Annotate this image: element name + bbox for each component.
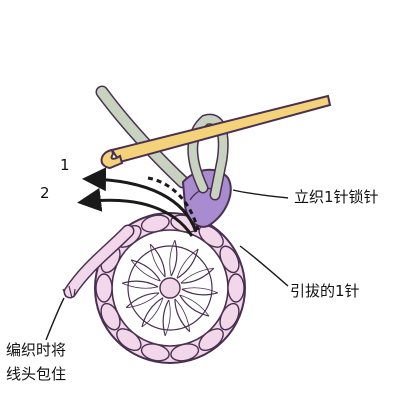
- step-number-2: 2: [40, 184, 50, 202]
- label-slip-stitch: 引拔的1针: [290, 282, 360, 300]
- leader-chain: [233, 190, 288, 198]
- ring-stitch: [96, 274, 112, 302]
- label-tail-line2: 线头包住: [6, 365, 66, 383]
- label-chain-stitch: 立织1针锁针: [294, 188, 379, 206]
- leader-slip: [240, 246, 288, 286]
- label-tail-line1: 编织时将: [6, 341, 66, 359]
- ring-stitch: [228, 274, 244, 302]
- leader-tail: [46, 298, 64, 340]
- step-number-1: 1: [60, 156, 70, 174]
